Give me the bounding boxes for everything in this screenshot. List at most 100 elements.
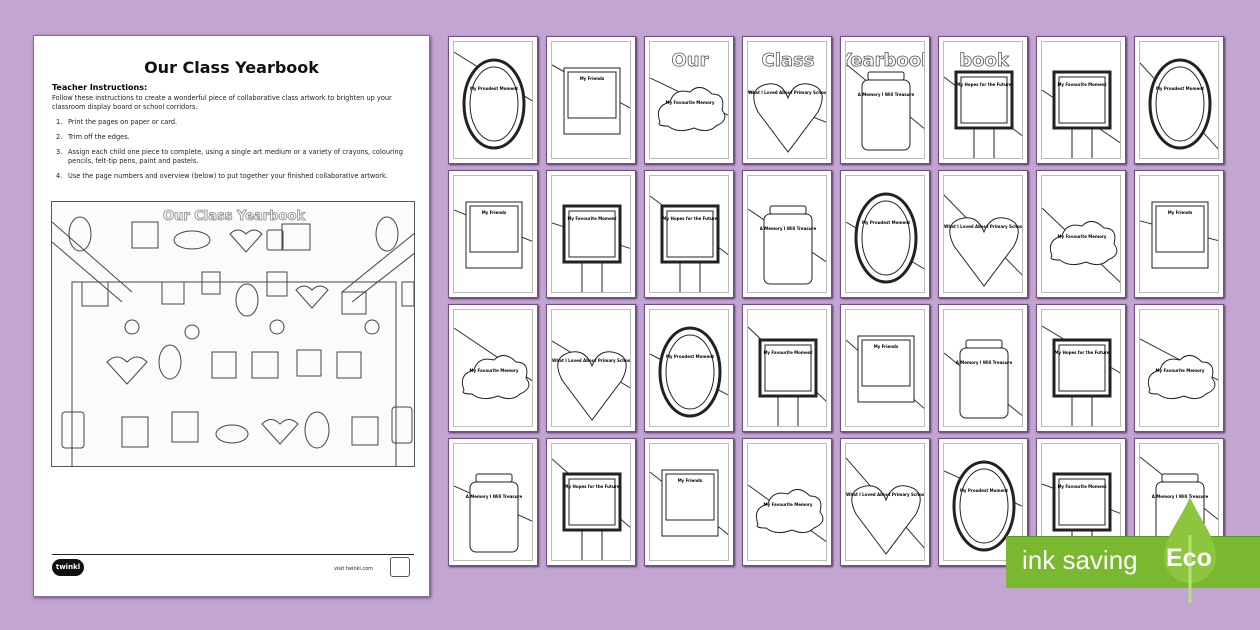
mirror-outline: My Proudest Moment [454, 51, 532, 150]
thumbnail-label: My Friends [1168, 210, 1193, 215]
thumbnail-page-jar[interactable]: YearbookA Memory I Will Treasure [840, 36, 930, 164]
thumbnail-page-jar[interactable]: A Memory I Will Treasure [938, 304, 1028, 432]
thumbnail-page-board[interactable]: My Hopes for the Future [546, 438, 636, 566]
thumbnail-label: My Friends [482, 210, 507, 215]
step-text: Assign each child one piece to complete,… [68, 148, 403, 165]
jar-outline: A Memory I Will Treasure [748, 205, 826, 285]
thumbnail-label: A Memory I Will Treasure [466, 494, 523, 499]
cloud-outline: My Favourite Memory [454, 327, 532, 400]
eco-label: Eco [1166, 544, 1212, 572]
title-word: book [959, 50, 1010, 71]
thumbnail-label: My Proudest Moment [960, 488, 1008, 493]
thumbnail-page-frame[interactable]: My Friends [448, 170, 538, 298]
thumbnail-page-frame[interactable]: My Friends [546, 36, 636, 164]
page-title: Our Class Yearbook [144, 58, 319, 77]
thumbnail-page-jar[interactable]: A Memory I Will Treasure [742, 170, 832, 298]
thumbnail-label: My Proudest Moment [862, 220, 910, 225]
thumbnail-page-board[interactable]: My Hopes for the Future [644, 170, 734, 298]
thumbnail-label: My Friends [580, 76, 605, 81]
step-number: 3. [56, 148, 63, 156]
thumbnail-label: What I Loved About Primary School [944, 224, 1023, 229]
thumbnail-inner: My Favourite Memory [747, 443, 827, 561]
thumbnail-page-cloud[interactable]: My Favourite Memory [742, 438, 832, 566]
thumbnail-inner: My Favourite Moment [551, 175, 631, 293]
eco-leaf-icon [1164, 497, 1216, 603]
thumbnail-label: My Proudest Moment [1156, 86, 1204, 91]
thumbnail-label: My Favourite Memory [470, 368, 519, 373]
board-outline: My Hopes for the Future [552, 458, 630, 560]
mirror-outline: My Proudest Moment [650, 326, 728, 418]
thumbnail-page-cloud[interactable]: My Favourite Memory [1134, 304, 1224, 432]
thumbnail-label: My Favourite Memory [764, 502, 813, 507]
thumbnail-label: My Friends [678, 478, 703, 483]
thumbnail-page-mirror[interactable]: My Proudest Moment [840, 170, 930, 298]
instructions-heading: Teacher Instructions: [52, 83, 148, 92]
thumbnail-inner: My Friends [649, 443, 729, 561]
board-outline: My Hopes for the Future [1042, 325, 1120, 426]
thumbnail-page-cloud[interactable]: My Favourite Memory [448, 304, 538, 432]
thumbnail-inner: A Memory I Will Treasure [943, 309, 1023, 427]
thumbnail-label: What I Loved About Primary School [846, 492, 925, 497]
thumbnail-page-board[interactable]: My Hopes for the Future [1036, 304, 1126, 432]
twinkl-logo: twinkl [52, 559, 84, 576]
thumbnail-label: My Friends [874, 344, 899, 349]
thumbnail-inner: My Friends [551, 41, 631, 159]
thumbnail-label: My Hopes for the Future [565, 484, 620, 489]
thumbnail-page-board[interactable]: My Favourite Moment [546, 170, 636, 298]
thumbnail-page-board[interactable]: book My Hopes for the Future [938, 36, 1028, 164]
overview-illustration: Our Class Yearbook [51, 201, 415, 467]
overview-drawing: Our Class Yearbook [52, 209, 414, 466]
thumbnail-inner: What I Loved About Primary School [943, 175, 1023, 293]
board-outline: My Hopes for the Future [650, 195, 728, 292]
thumbnail-page-heart[interactable]: What I Loved About Primary School [938, 170, 1028, 298]
thumbnail-inner: My Hopes for the Future [649, 175, 729, 293]
frame-outline: My Friends [552, 64, 630, 135]
quality-badge-icon [390, 557, 410, 577]
thumbnail-page-frame[interactable]: My Friends [1134, 170, 1224, 298]
thumbnail-page-mirror[interactable]: My Proudest Moment [644, 304, 734, 432]
frame-outline: My Friends [846, 335, 924, 409]
thumbnail-page-board[interactable]: My Favourite Moment [1036, 36, 1126, 164]
step: 1.Print the pages on paper or card. [56, 118, 414, 127]
thumbnail-inner: My Proudest Moment [1139, 41, 1219, 159]
thumbnail-label: My Favourite Moment [567, 216, 616, 221]
footer-divider [52, 554, 414, 555]
thumbnail-label: A Memory I Will Treasure [956, 360, 1013, 365]
instructions-page: Our Class Yearbook Teacher Instructions:… [33, 35, 430, 597]
thumbnail-label: My Favourite Moment [763, 350, 812, 355]
thumbnail-inner: My Friends [1139, 175, 1219, 293]
thumbnail-label: My Hopes for the Future [663, 216, 718, 221]
thumbnail-label: What I Loved About Primary School [552, 358, 631, 363]
thumbnail-label: My Hopes for the Future [957, 82, 1012, 87]
board-outline: My Favourite Moment [748, 326, 826, 426]
thumbnail-page-board[interactable]: My Favourite Moment [742, 304, 832, 432]
thumbnail-page-frame[interactable]: My Friends [840, 304, 930, 432]
thumbnail-label: My Proudest Moment [470, 86, 518, 91]
visit-link[interactable]: visit twinkl.com [334, 566, 374, 572]
thumbnail-inner: A Memory I Will Treasure [747, 175, 827, 293]
thumbnail-page-frame[interactable]: My Friends [644, 438, 734, 566]
thumbnail-page-mirror[interactable]: My Proudest Moment [1134, 36, 1224, 164]
thumbnail-page-heart[interactable]: What I Loved About Primary School [840, 438, 930, 566]
step: 3. Assign each child one piece to complet… [56, 148, 414, 166]
frame-outline: My Friends [454, 201, 532, 269]
thumbnail-inner: My Hopes for the Future [1041, 309, 1121, 427]
thumbnail-inner: My Proudest Moment [453, 41, 533, 159]
mirror-outline: My Proudest Moment [1140, 58, 1218, 150]
thumbnail-page-jar[interactable]: A Memory I Will Treasure [448, 438, 538, 566]
thumbnail-inner: What I Loved About Primary School [551, 309, 631, 427]
thumbnail-inner: My Favourite Moment [747, 309, 827, 427]
thumbnail-inner: YearbookA Memory I Will Treasure [845, 41, 925, 159]
thumbnail-page-heart[interactable]: What I Loved About Primary School [546, 304, 636, 432]
thumbnail-inner: My Favourite Memory [1139, 309, 1219, 427]
thumbnail-label: My Favourite Memory [1156, 368, 1205, 373]
frame-outline: My Friends [650, 469, 728, 537]
step: 2.Trim off the edges. [56, 133, 414, 142]
thumbnail-page-cloud[interactable]: My Favourite Memory [1036, 170, 1126, 298]
thumbnail-page-mirror[interactable]: My Proudest Moment [448, 36, 538, 164]
